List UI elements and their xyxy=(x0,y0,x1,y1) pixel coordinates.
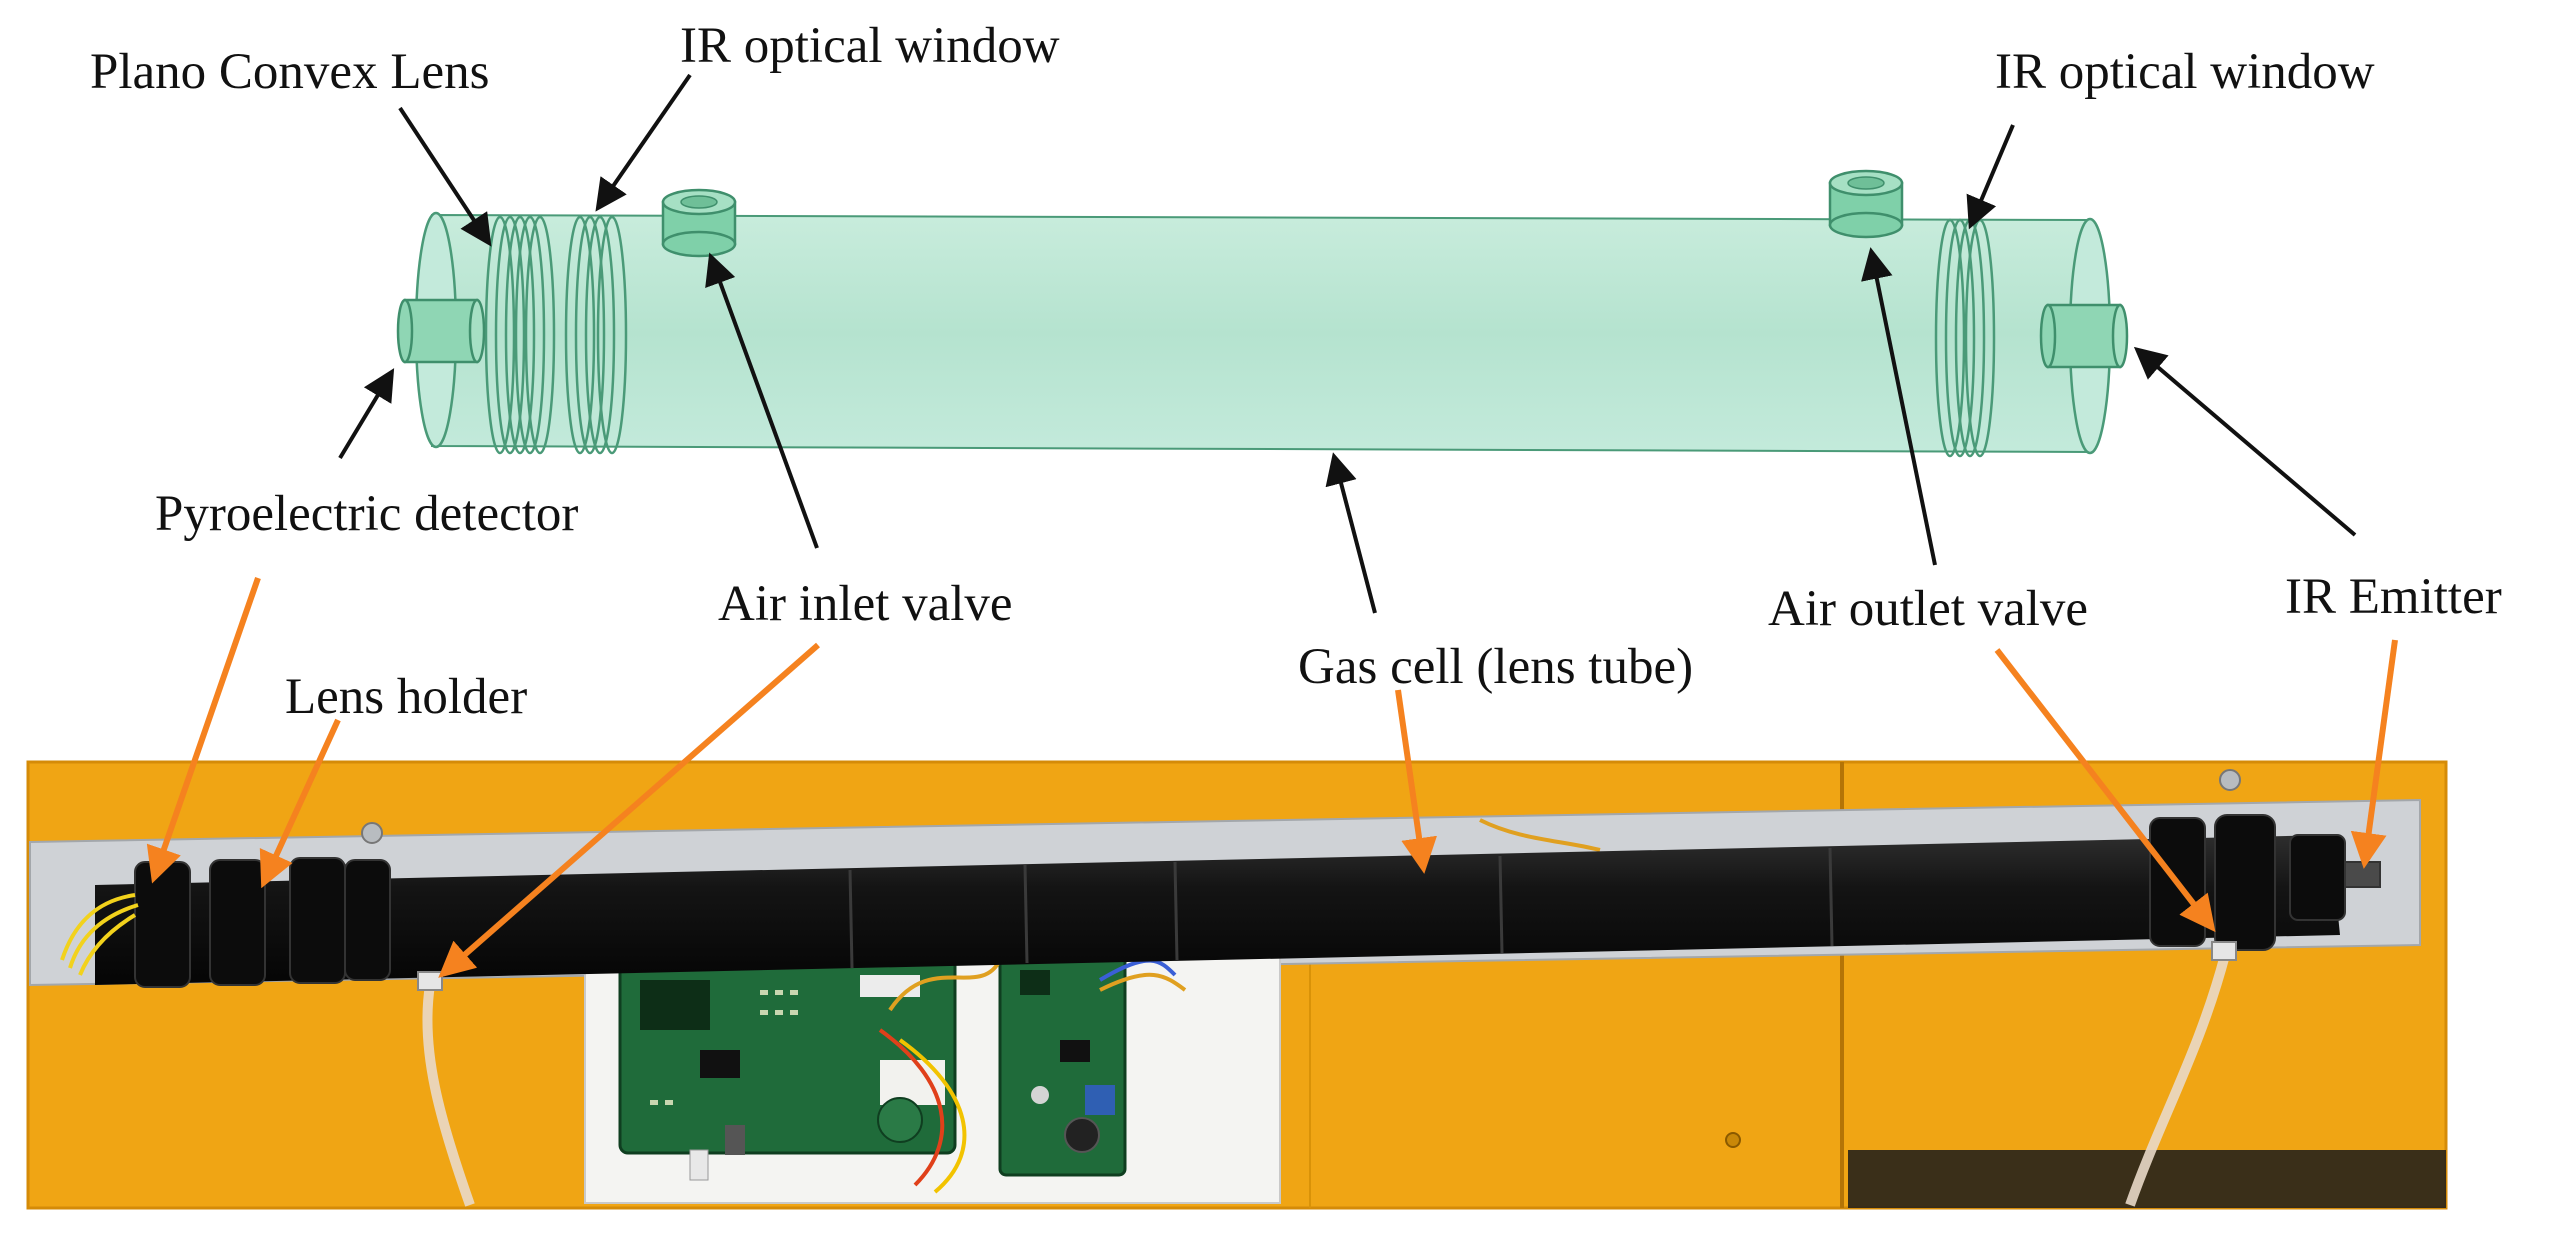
photo-air-tubing xyxy=(422,953,2230,1207)
orange-arrow-lens-holder xyxy=(259,718,341,889)
cad-air-inlet-valve xyxy=(661,188,737,258)
arrow-ir-window-right xyxy=(1966,124,2015,230)
photo-prototype xyxy=(26,760,2448,1210)
label-lens-holder: Lens holder xyxy=(285,669,527,725)
arrow-ir-window-left xyxy=(595,73,692,212)
photo-arrows xyxy=(146,577,2398,978)
label-ir-window-left: IR optical window xyxy=(680,18,1060,74)
label-pyroelectric-detector: Pyroelectric detector xyxy=(155,486,578,542)
cad-ir-emitter xyxy=(2039,303,2129,369)
cad-gas-cell-model xyxy=(396,169,2129,458)
label-arrows xyxy=(338,73,2357,614)
photo-detector-wires xyxy=(60,893,139,976)
orange-arrow-air-inlet xyxy=(438,642,820,978)
photo-tube-joints xyxy=(848,847,1834,969)
orange-arrow-ir-emitter xyxy=(2350,639,2398,869)
cad-plano-convex-lens-rings xyxy=(484,215,556,455)
photo-black-lens-tube xyxy=(95,835,2340,985)
orange-arrow-gas-cell xyxy=(1395,689,1438,874)
label-gas-cell: Gas cell (lens tube) xyxy=(1298,639,1693,695)
arrow-pyroelectric-detector xyxy=(338,368,395,460)
arrow-air-inlet-valve xyxy=(705,252,819,549)
arrow-gas-cell xyxy=(1325,452,1377,614)
label-ir-emitter: IR Emitter xyxy=(2285,569,2502,625)
label-air-inlet-valve: Air inlet valve xyxy=(718,576,1013,632)
label-air-outlet-valve: Air outlet valve xyxy=(1768,581,2088,637)
cad-pyroelectric-detector xyxy=(396,298,486,364)
photo-pcb-driver xyxy=(998,948,1127,1177)
cad-air-outlet-valve xyxy=(1828,169,1904,239)
cad-ir-window-left-rings xyxy=(564,215,628,455)
photo-pcb-controller xyxy=(618,956,957,1181)
photo-lens-holder-rings xyxy=(134,857,391,988)
label-plano-convex-lens: Plano Convex Lens xyxy=(90,44,489,100)
label-ir-window-right: IR optical window xyxy=(1995,44,2375,100)
orange-arrow-detector xyxy=(146,577,261,884)
text-labels: Plano Convex Lens IR optical window IR o… xyxy=(90,18,2502,725)
arrow-air-outlet-valve xyxy=(1861,247,1937,566)
arrow-plano-convex-lens xyxy=(398,106,492,247)
arrow-ir-emitter xyxy=(2133,346,2357,537)
orange-arrow-air-outlet xyxy=(1994,648,2216,933)
